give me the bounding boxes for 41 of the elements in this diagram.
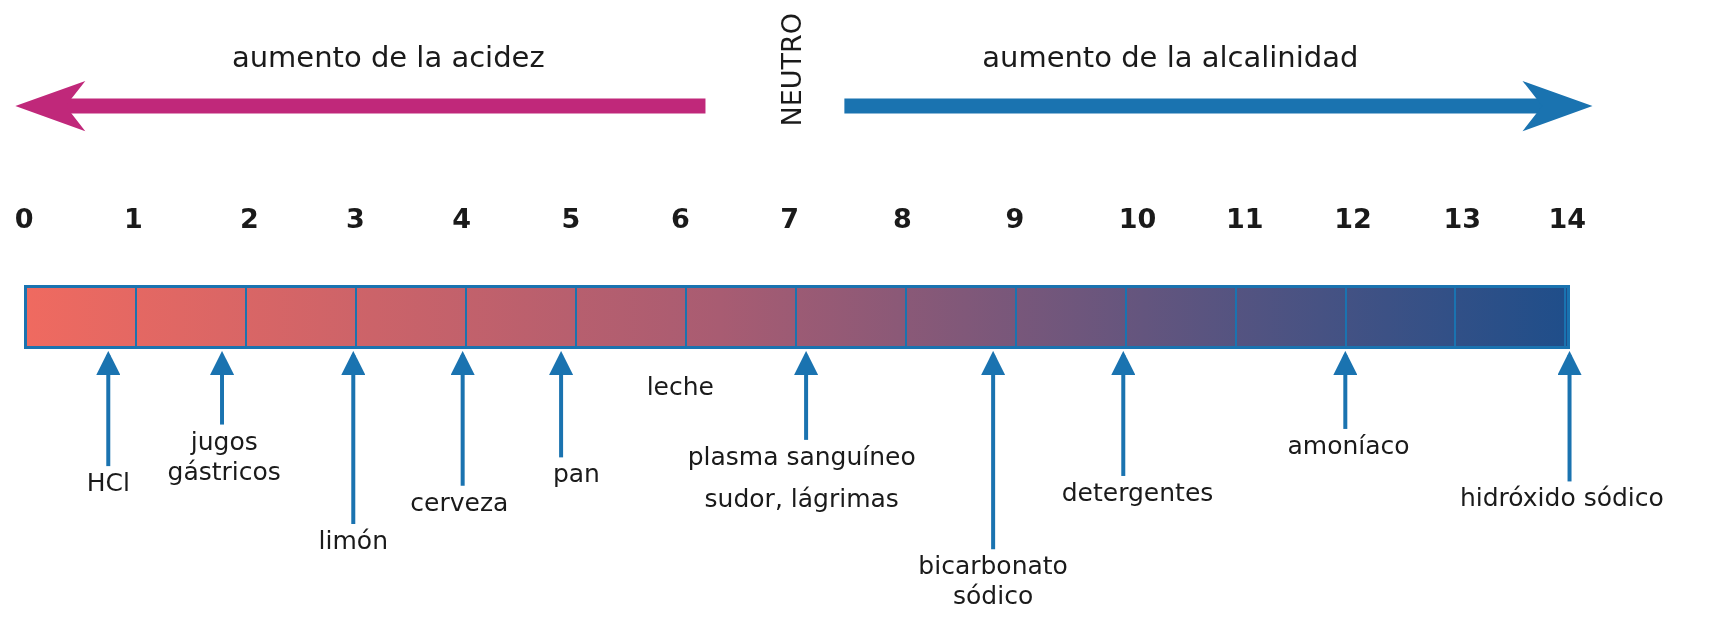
- scale-number: 13: [1443, 203, 1482, 236]
- ph-scale-bar: [24, 285, 1570, 349]
- scale-number: 8: [892, 203, 912, 236]
- arrow: [341, 350, 366, 525]
- scale-number: 1: [124, 203, 143, 236]
- substance-label: limón: [318, 526, 388, 557]
- substance-label: sudor, lágrimas: [704, 483, 899, 514]
- arrow: [1333, 350, 1358, 429]
- substance-label: cerveza: [410, 487, 509, 518]
- scale-number: 4: [452, 203, 471, 236]
- scale-number: 9: [1005, 203, 1025, 236]
- scale-number: 3: [346, 203, 365, 236]
- substance-label: detergentes: [1061, 477, 1214, 508]
- scale-number: 5: [561, 203, 581, 236]
- scale-number: 7: [780, 203, 800, 236]
- substance-label: jugos gástricos: [159, 426, 290, 487]
- arrow: [210, 350, 235, 425]
- substance-label: amoníaco: [1287, 430, 1410, 461]
- arrow: [1111, 350, 1136, 476]
- scale-number: 14: [1548, 203, 1587, 236]
- scale-number: 12: [1334, 203, 1372, 236]
- neutral-label: NEUTRO: [775, 13, 809, 127]
- arrow: [1557, 350, 1582, 482]
- substance-label: leche: [646, 371, 714, 402]
- arrow: [549, 350, 574, 458]
- arrow: [96, 350, 121, 467]
- scale-number: 0: [14, 203, 34, 236]
- scale-number: 11: [1225, 203, 1264, 236]
- substance-label: hidróxido sódico: [1459, 483, 1664, 514]
- substance-label: bicarbonato sódico: [903, 551, 1084, 612]
- heading-text: aumento de la acidez: [231, 41, 545, 72]
- substance-label: pan: [552, 459, 600, 490]
- substance-label: plasma sanguíneo: [687, 441, 916, 472]
- arrow: [450, 350, 475, 486]
- scale-number: 2: [240, 203, 259, 236]
- scale-number: 10: [1118, 203, 1157, 236]
- scale-number: 6: [670, 203, 690, 236]
- arrow: [794, 350, 819, 440]
- arrow: [981, 350, 1006, 550]
- substance-label: HCl: [86, 468, 130, 499]
- heading-text: aumento de la alcalinidad: [982, 41, 1359, 72]
